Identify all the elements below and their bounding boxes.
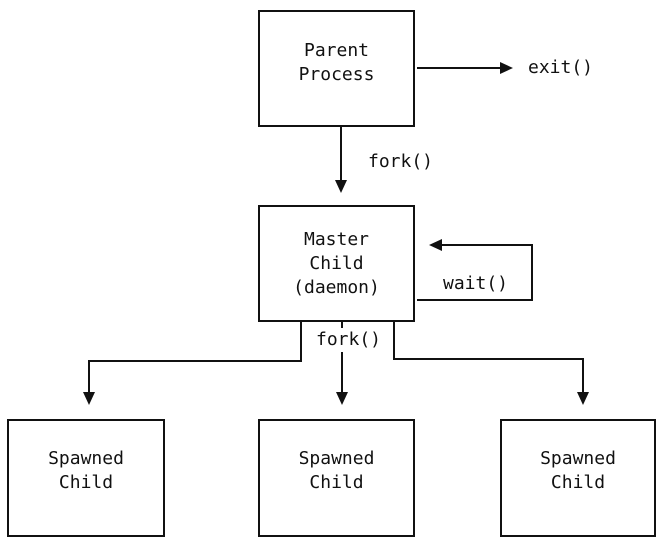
spawned-child-left-label-line2: Child <box>58 472 114 493</box>
exit-arrow-line <box>417 67 501 69</box>
spawned-child-left-label-line1: Spawned <box>48 448 124 469</box>
fork-top-arrow-line <box>340 127 342 180</box>
spawned-child-right-label-line1: Spawned <box>540 448 616 469</box>
master-child-label-line3: (daemon) <box>293 276 380 298</box>
fork-bottom-center-line <box>341 322 343 392</box>
spawned-child-box-left: Spawned Child <box>7 419 165 537</box>
fork-left-vertical-line <box>88 360 90 392</box>
spawned-child-right-label-line2: Child <box>550 472 606 493</box>
exit-label: exit() <box>528 57 594 78</box>
fork-bottom-left-stub-line <box>300 322 302 362</box>
fork-bottom-label: fork() <box>314 328 384 352</box>
fork-top-label: fork() <box>368 151 434 172</box>
fork-left-horizontal-line <box>88 360 302 362</box>
fork-right-arrowhead-icon <box>577 392 589 405</box>
parent-process-label-line2: Process <box>298 63 375 85</box>
spawned-child-middle-label-line1: Spawned <box>298 448 375 469</box>
wait-loop-top-line <box>442 244 533 246</box>
fork-right-vertical-line <box>582 358 584 392</box>
wait-arrowhead-icon <box>429 239 442 251</box>
spawned-child-middle-label-line2: Child <box>309 472 364 493</box>
wait-loop-right-line <box>531 244 533 301</box>
parent-process-box: Parent Process <box>258 10 415 127</box>
master-child-box: Master Child (daemon) <box>258 205 415 322</box>
fork-right-horizontal-line <box>393 358 584 360</box>
fork-center-arrowhead-icon <box>336 392 348 405</box>
wait-label: wait() <box>443 273 509 294</box>
wait-loop-bottom-line <box>417 299 533 301</box>
parent-process-label-line1: Parent <box>303 39 370 61</box>
fork-top-arrowhead-icon <box>335 180 347 193</box>
master-child-label-line1: Master <box>303 228 370 250</box>
fork-left-arrowhead-icon <box>83 392 95 405</box>
exit-arrowhead-icon <box>500 62 513 74</box>
spawned-child-box-middle: Spawned Child <box>258 419 415 537</box>
spawned-child-box-right: Spawned Child <box>500 419 656 537</box>
fork-bottom-right-stub-line <box>393 322 395 360</box>
master-child-label-line2: Child <box>309 252 364 274</box>
